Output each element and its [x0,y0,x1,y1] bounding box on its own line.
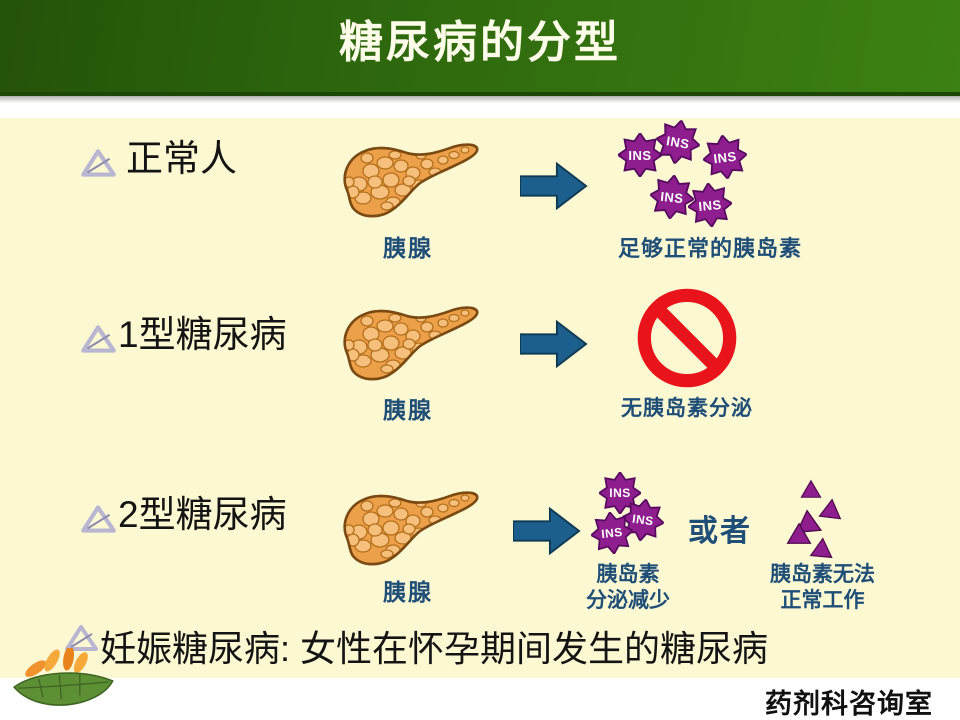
type2-result-line1: 胰岛素 [596,563,660,586]
pancreas-illustration [333,303,483,398]
slide-header [0,0,960,96]
triangle-bullet-icon [78,502,118,536]
type2-result-line2: 分泌减少 [586,588,670,612]
triangle-bullet-icon [78,146,118,180]
insulin-star-badge: INS [686,181,734,229]
insulin-star-text: INS [665,132,691,152]
triangle-bullet-icon [78,322,118,356]
type2-alt-caption: 胰岛素无法 正常工作 [760,562,885,613]
insulin-star-text: INS [609,486,631,500]
pancreas-caption: 胰腺 [383,397,433,423]
insulin-star-badge: INS [599,472,641,514]
no-insulin-prohibition-icon [632,283,742,393]
insulin-star-badge: INS [588,509,636,557]
pancreas-caption: 胰腺 [383,579,433,605]
normal-result-caption: 足够正常的胰岛素 [617,236,802,261]
pancreas-illustration [333,140,483,235]
content-panel [0,118,960,678]
pancreas-caption: 胰腺 [383,235,433,261]
right-arrow-icon [520,160,588,212]
insulin-triangle-icon [800,479,822,499]
insulin-triangle-icon [786,522,812,545]
type1-result-caption: 无胰岛素分泌 [621,397,753,420]
insulin-star-badge: INS [618,133,662,177]
header-divider [0,96,960,103]
page-title: 糖尿病的分型 [339,18,621,67]
type2-alt-line1: 胰岛素无法 [770,563,875,586]
type2-alt-line2: 正常工作 [780,588,865,612]
insulin-star-text: INS [712,148,738,166]
type2-result-caption: 胰岛素 分泌减少 [572,562,684,613]
insulin-star-text: INS [628,147,652,163]
row-gestational-label: 妊娠糖尿病: 女性在怀孕期间发生的糖尿病 [100,628,769,669]
insulin-star-badge: INS [700,132,750,182]
right-arrow-icon [520,318,588,370]
insulin-triangle-icon [809,536,835,559]
row-type1-label: 1型糖尿病 [118,314,287,355]
insulin-star-text: INS [600,524,624,542]
insulin-star-badge: INS [652,116,704,168]
right-arrow-icon [513,505,581,557]
pancreas-illustration [333,488,483,583]
row-normal-label: 正常人 [126,138,237,179]
row-type2-label: 2型糖尿病 [118,494,287,535]
or-label: 或者 [688,515,752,548]
footer-credit: 药剂科咨询室 [765,689,933,719]
flower-decoration [8,648,126,718]
insulin-star-text: INS [697,196,723,214]
